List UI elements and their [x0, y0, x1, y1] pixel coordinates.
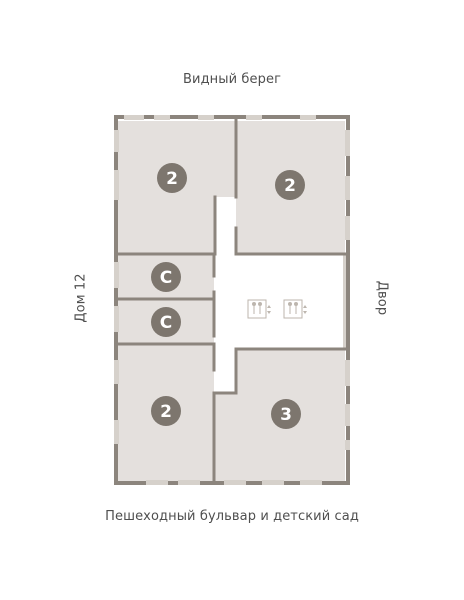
window [146, 480, 168, 485]
window [246, 115, 262, 120]
badge-circle [151, 396, 181, 426]
window [114, 420, 119, 444]
badge-circle [157, 163, 187, 193]
elevator-person [288, 302, 292, 306]
elevator-icon [247, 299, 271, 319]
windows [114, 115, 350, 485]
badge-circle [275, 170, 305, 200]
window [114, 360, 119, 384]
window [114, 306, 119, 332]
badge-studio-lower[interactable]: С [151, 307, 181, 337]
badge-label: С [160, 313, 172, 333]
badge-circle [151, 307, 181, 337]
label-north-side: Видный берег [183, 72, 281, 87]
badge-top-right[interactable]: 2 [275, 170, 305, 200]
badge-bottom-right[interactable]: 3 [271, 399, 301, 429]
badge-label: 2 [166, 169, 178, 189]
badge-circle [271, 399, 301, 429]
window [300, 115, 316, 120]
window [224, 480, 246, 485]
elevator-arrow-down [303, 311, 307, 314]
elevator-person [294, 302, 298, 306]
window [114, 262, 119, 288]
badge-top-left[interactable]: 2 [157, 163, 187, 193]
window [114, 130, 119, 152]
elevator-frame [283, 299, 303, 319]
window [345, 216, 350, 240]
window [345, 440, 350, 450]
badge-studio-upper[interactable]: С [151, 262, 181, 292]
badge-label: 2 [284, 176, 296, 196]
window [154, 115, 170, 120]
badge-label: С [160, 268, 172, 288]
window [345, 176, 350, 200]
window [198, 115, 214, 120]
common-corridor [214, 197, 345, 393]
window [178, 480, 200, 485]
elevator-arrow-up [267, 305, 271, 308]
elevator-arrow-up [303, 305, 307, 308]
window [124, 115, 144, 120]
window [345, 360, 350, 386]
badge-label: 2 [160, 402, 172, 422]
window [345, 130, 350, 156]
elevator-frame [247, 299, 267, 319]
elevator-icon [283, 299, 307, 319]
elevator-arrow-down [267, 311, 271, 314]
window [345, 404, 350, 426]
elevator-person [258, 302, 262, 306]
badge-circle [151, 262, 181, 292]
window [262, 480, 284, 485]
badge-bottom-left[interactable]: 2 [151, 396, 181, 426]
label-south-side: Пешеходный бульвар и детский сад [105, 509, 359, 524]
elevator-person [252, 302, 256, 306]
window [114, 170, 119, 200]
window [300, 480, 322, 485]
interior-walls [116, 117, 348, 483]
badge-label: 3 [280, 405, 292, 425]
